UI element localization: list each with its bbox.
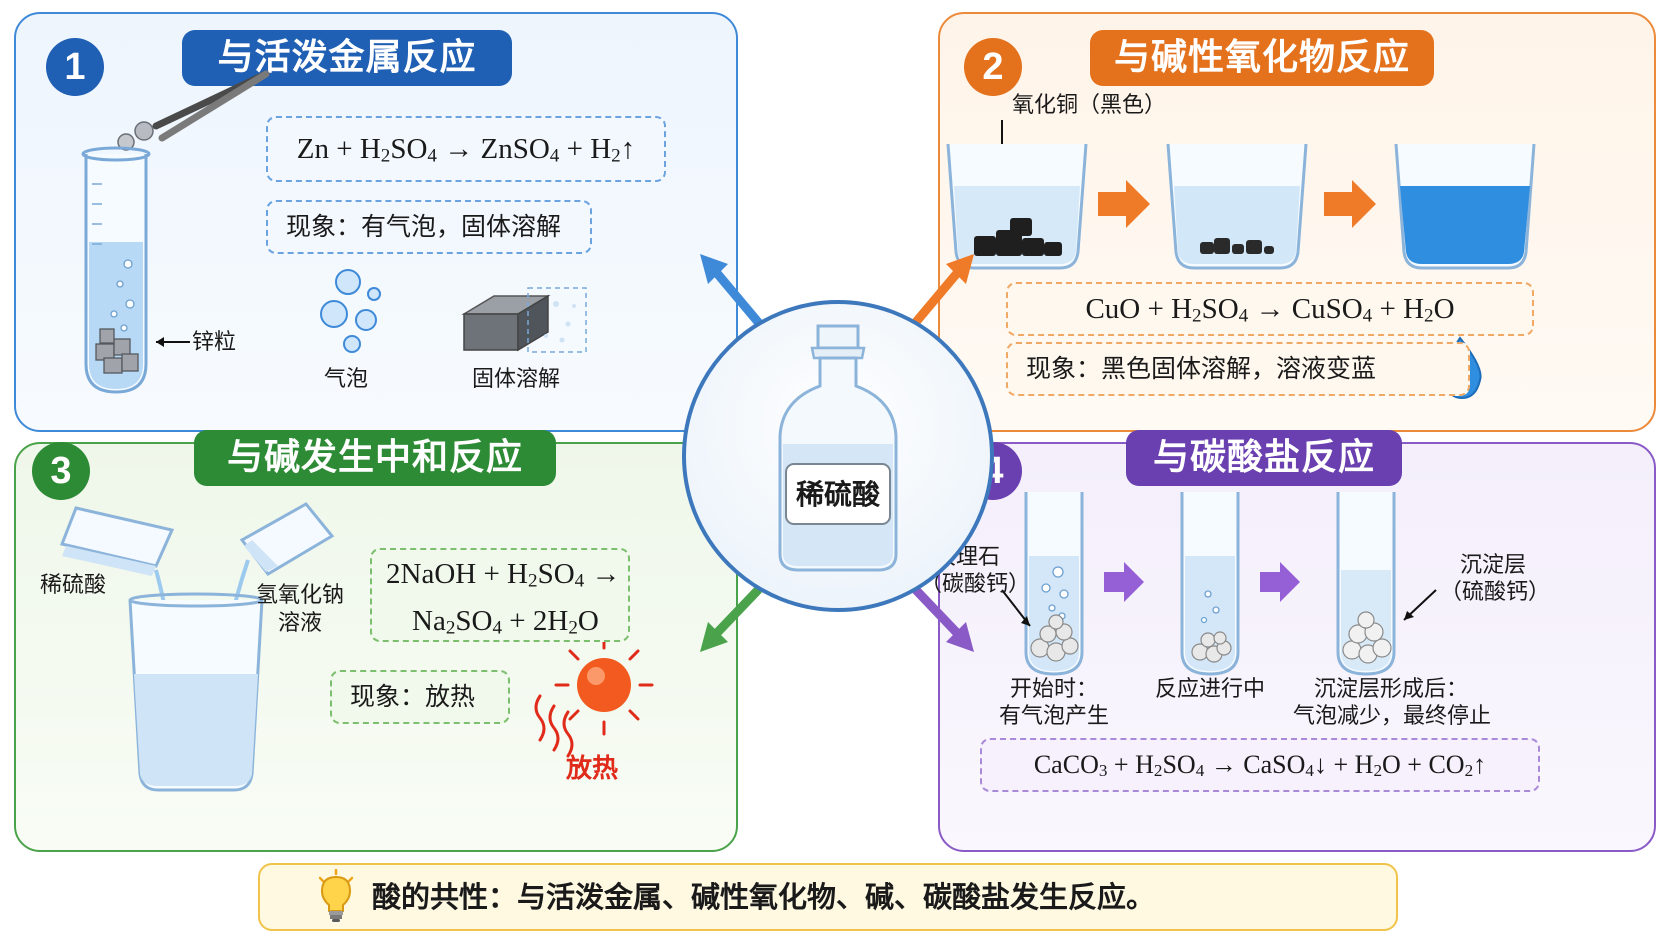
sun-heat-icon [534, 634, 654, 758]
stage1-line2: 有气泡产生 [998, 704, 1109, 729]
panel-neutralization: 3 与碱发生中和反应 [14, 430, 738, 852]
test-tube-icon [81, 146, 151, 394]
label-calcium-sulfate: （硫酸钙） [1440, 580, 1551, 605]
panel1-title: 与活泼金属反应 [182, 30, 512, 86]
panel3-equation-line2: Na2SO4 + 2H2O [412, 605, 599, 639]
summary-bar: 酸的共性：与活泼金属、碱性氧化物、碱、碳酸盐发生反应。 [258, 863, 1398, 931]
test-tube-icon [1024, 492, 1084, 676]
panel3-title: 与碱发生中和反应 [194, 430, 556, 486]
stage3-line2: 气泡减少，最终停止 [1292, 704, 1491, 729]
beaker-icon [59, 502, 335, 576]
beaker-icon [946, 143, 1088, 270]
label-solid-dissolve: 固体溶解 [472, 367, 561, 392]
panel4-equation: CaCO3 + H2SO4 → CaSO4↓ + H2O + CO2↑ [1033, 750, 1487, 781]
panel1-phenomenon: 现象：有气泡，固体溶解 [286, 212, 562, 241]
panel-active-metal: 1 与活泼金属反应 Zn + H2SO4 → ZnSO4 + H2↑ 现象：有气… [14, 12, 738, 432]
label-sodium-hydroxide: 氢氧化钠 [256, 583, 345, 608]
panel3-phenomenon: 现象：放热 [350, 682, 476, 711]
center-label: 稀硫酸 [795, 478, 880, 511]
stage2-label: 反应进行中 [1154, 677, 1265, 702]
panel4-equation-box: CaCO3 + H2SO4 → CaSO4↓ + H2O + CO2↑ [980, 738, 1540, 792]
panel3-equation-box: 2NaOH + H2SO4 → Na2SO4 + 2H2O [370, 548, 630, 642]
stage1-line1: 开始时： [1009, 677, 1098, 702]
panel2-phenomenon: 现象：黑色固体溶解，溶液变蓝 [1026, 354, 1377, 383]
panel2-title: 与碱性氧化物反应 [1090, 30, 1434, 86]
center-circle: 稀硫酸 [682, 300, 994, 612]
panel1-equation-box: Zn + H2SO4 → ZnSO4 + H2↑ [266, 116, 666, 182]
panel1-equation: Zn + H2SO4 → ZnSO4 + H2↑ [296, 133, 636, 167]
reagent-bottle-icon [778, 324, 898, 572]
stage3-line1: 沉淀层形成后： [1313, 677, 1468, 702]
label-copper-oxide: 氧化铜（黑色） [1012, 93, 1167, 118]
panel4-illustration [1001, 492, 1437, 676]
panel2-phenomenon-box: 现象：黑色固体溶解，溶液变蓝 [1006, 342, 1470, 396]
panel-carbonate: 4 与碳酸盐反应 大理石 （碳酸钙） 沉淀 [920, 430, 1656, 852]
label-precipitate-layer: 沉淀层 [1460, 553, 1527, 578]
label-heat-release: 放热 [566, 754, 619, 784]
panel1-phenomenon-box: 现象：有气泡，固体溶解 [266, 200, 592, 254]
panel-basic-oxide: 2 与碱性氧化物反应 氧化铜（黑色） CuO + H2SO4 → [938, 12, 1656, 432]
label-zinc-granules: 锌粒 [192, 330, 237, 355]
tweezers-icon [117, 70, 270, 151]
step-number-1: 1 [46, 38, 104, 96]
label-solution: 溶液 [278, 611, 323, 636]
panel3-equation-line1: 2NaOH + H2SO4 → [386, 558, 621, 592]
panel1-illustration [81, 70, 587, 394]
label-bubbles: 气泡 [324, 367, 369, 392]
orange-arrow-icon [1098, 180, 1376, 228]
panel2-equation: CuO + H2SO4 → CuSO4 + H2O [1085, 293, 1455, 327]
bubbles-icon [320, 269, 381, 353]
dissolving-block-icon [461, 287, 587, 353]
panel3-illustration [59, 502, 654, 792]
panel4-title: 与碳酸盐反应 [1126, 430, 1402, 486]
panel2-equation-box: CuO + H2SO4 → CuSO4 + H2O [1006, 282, 1534, 336]
panel3-phenomenon-box: 现象：放热 [330, 670, 510, 724]
lightbulb-icon [318, 869, 354, 922]
panel2-illustration [946, 120, 1536, 400]
step-number-3: 3 [32, 442, 90, 500]
purple-arrow-icon [1104, 562, 1300, 602]
label-dilute-sulfuric-acid: 稀硫酸 [40, 573, 107, 598]
step-number-2: 2 [964, 38, 1022, 96]
summary-text: 酸的共性：与活泼金属、碱性氧化物、碱、碳酸盐发生反应。 [372, 880, 1156, 914]
